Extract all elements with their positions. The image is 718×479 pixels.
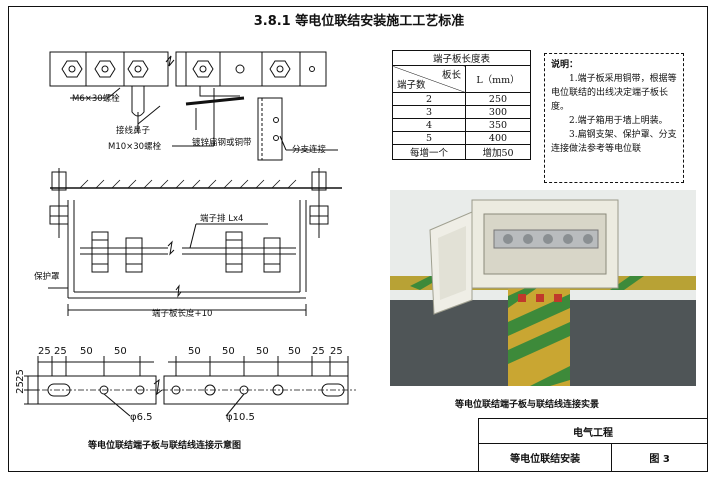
title-block-name: 等电位联结安装 — [477, 443, 613, 472]
header-bottom: 端子数 — [397, 80, 426, 91]
hole-large-label: φ10.5 — [226, 412, 255, 423]
dim-50c: 50 — [188, 346, 201, 357]
length-table-title: 端子板长度表 — [392, 50, 531, 66]
notes-title: 说明： — [551, 60, 579, 70]
lug-label: 接线鼻子 — [116, 126, 151, 136]
terminal-row-label: 端子排 Lx4 — [200, 214, 244, 224]
photo-illustration — [390, 190, 696, 386]
m10-bolt-label: M10×30螺栓 — [108, 142, 162, 152]
dim-50d: 50 — [222, 346, 235, 357]
dim-25d: 25 — [330, 346, 343, 357]
title-block-category: 电气工程 — [478, 418, 708, 444]
note-item: 3.扁钢支架、保护罩、分支连接做法参考等电位联 — [551, 130, 677, 154]
notes-box: 说明： 1.端子板采用铜带，根据等电位联结的出线决定端子板长度。 2.端子箱用于… — [544, 53, 684, 183]
table-row: 每增一个增加50 — [392, 144, 531, 160]
terminal-detail-drawing — [49, 51, 338, 161]
note-item: 1.端子板采用铜带，根据等电位联结的出线决定端子板长度。 — [551, 74, 677, 112]
installation-photo — [390, 190, 696, 386]
title-block: 电气工程 等电位联结安装 图 3 — [477, 418, 708, 472]
title-block-figure: 图 3 — [611, 443, 708, 472]
header-top: 板长 — [441, 70, 461, 81]
terminal-board-plan — [24, 356, 356, 417]
dim-25b: 25 — [54, 346, 67, 357]
length-table-corner: 板长 端子数 — [392, 65, 466, 93]
dim-50f: 50 — [288, 346, 301, 357]
note-item: 2.端子箱用于墙上明装。 — [569, 116, 668, 126]
dim-25c: 25 — [312, 346, 325, 357]
hole-small-label: φ6.5 — [130, 412, 153, 423]
dim-50a: 50 — [80, 346, 93, 357]
length-table-unit: L（mm） — [465, 65, 531, 93]
cover-label: 保护罩 — [34, 272, 60, 282]
branch-label: 分支连接 — [292, 145, 327, 155]
sheet-frame — [8, 6, 708, 472]
dim-v25a: 25 — [14, 381, 26, 394]
dim-v25b: 25 — [14, 369, 26, 382]
photo-caption: 等电位联结端子板与联结线连接实景 — [455, 400, 600, 410]
dim-50b: 50 — [114, 346, 127, 357]
terminal-box-section — [48, 168, 342, 316]
m6-bolt-label: M6×30螺栓 — [72, 94, 120, 104]
schematic-caption: 等电位联结端子板与联结线连接示意图 — [88, 441, 242, 451]
board-length-label: 端子板长度+10 — [152, 309, 213, 319]
dim-25a: 25 — [38, 346, 51, 357]
flat-steel-label: 镀锌扁钢或铜带 — [192, 138, 252, 148]
dim-50e: 50 — [256, 346, 269, 357]
page-title: 3.8.1 等电位联结安装施工工艺标准 — [253, 14, 465, 29]
